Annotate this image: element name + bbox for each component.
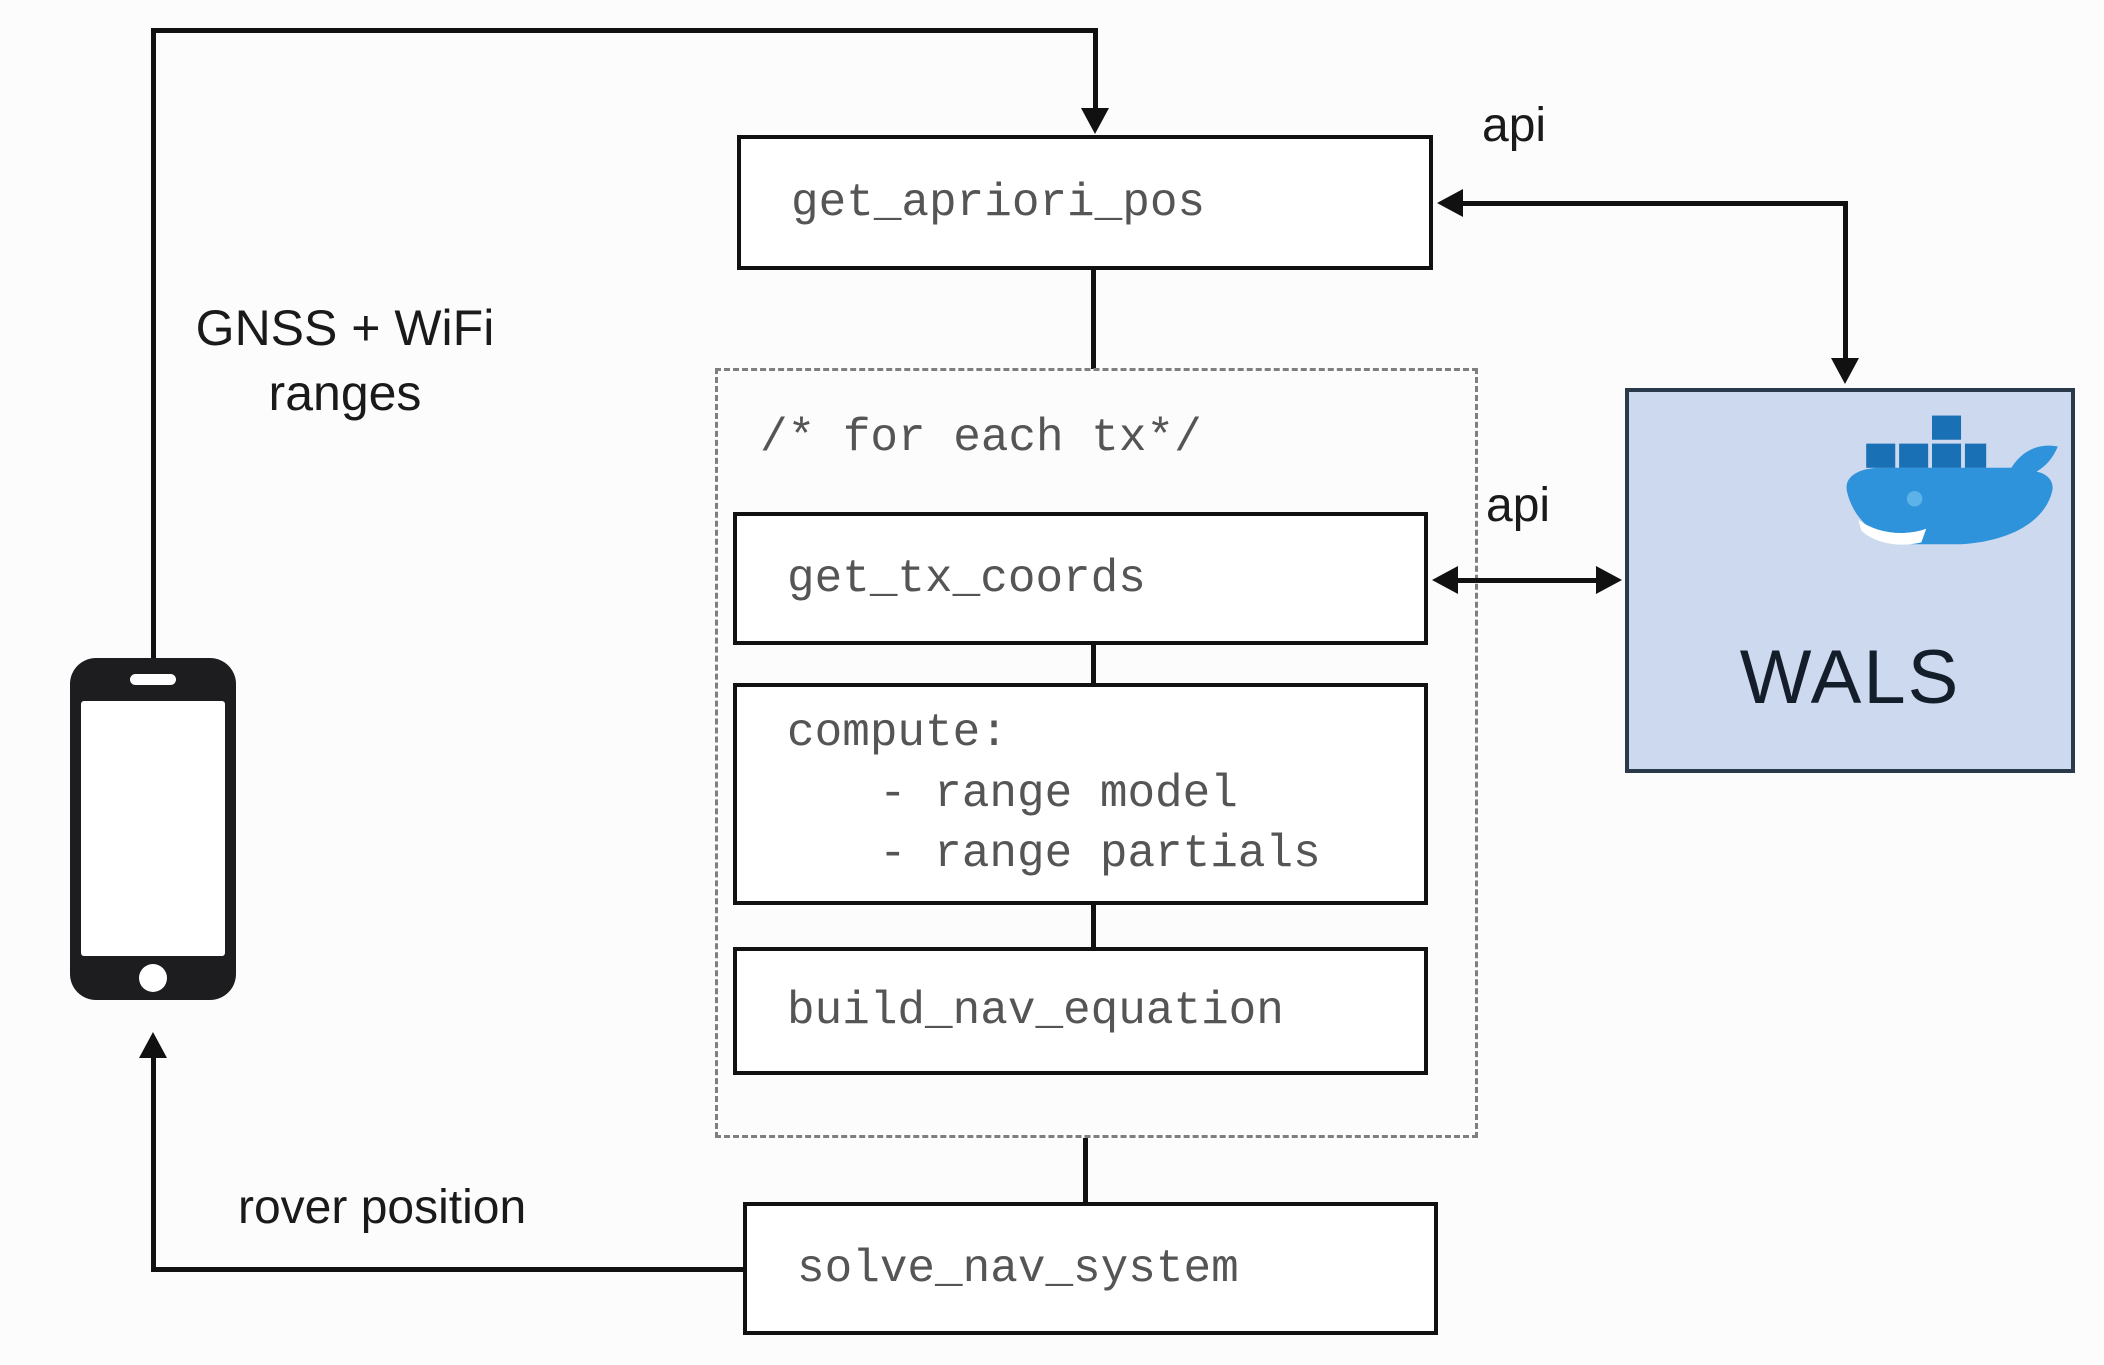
loop-top-line [151, 28, 1098, 33]
docker-whale-icon [1846, 415, 2058, 545]
node-build-nav-equation: build_nav_equation [733, 947, 1428, 1075]
arrowhead-into-apriori [1081, 108, 1109, 134]
tx-to-compute-line [1091, 643, 1096, 685]
node-get-apriori-pos-label: get_apriori_pos [791, 176, 1206, 229]
arrowhead-into-tx-coords [1432, 566, 1458, 594]
rover-v-line [151, 1056, 156, 1270]
rover-position-label: rover position [238, 1181, 527, 1234]
compute-line3: - range partials [879, 828, 1321, 881]
node-compute: compute: - range model - range partials [733, 683, 1428, 905]
apriori-to-loop-line [1091, 268, 1096, 369]
phone-speaker [130, 674, 176, 685]
arrowhead-into-wals [1831, 358, 1859, 384]
node-get-tx-coords: get_tx_coords [733, 512, 1428, 645]
node-get-apriori-pos: get_apriori_pos [737, 135, 1433, 270]
node-wals: WALS [1625, 388, 2075, 773]
phone-home-button [139, 964, 167, 992]
apriori-entry-line [1093, 28, 1098, 111]
api-label-top: api [1482, 99, 1547, 152]
node-get-tx-coords-label: get_tx_coords [787, 552, 1146, 605]
api-mid-h-line [1456, 578, 1598, 583]
node-solve-nav-system-label: solve_nav_system [797, 1242, 1239, 1295]
gnss-line2: ranges [268, 365, 422, 421]
foreach-tx-comment: /* for each tx*/ [760, 412, 1202, 464]
arrowhead-into-phone [139, 1032, 167, 1058]
rover-h-line [151, 1267, 745, 1272]
gnss-line1: GNSS + WiFi [195, 300, 495, 356]
api-label-mid: api [1486, 479, 1551, 532]
compute-line2: - range model [879, 767, 1238, 820]
phone-screen [81, 701, 225, 956]
node-solve-nav-system: solve_nav_system [743, 1202, 1438, 1335]
loop-to-solve-line [1083, 1138, 1088, 1204]
smartphone-icon [70, 658, 236, 1000]
api-top-v-line [1843, 201, 1848, 361]
api-top-h-line [1461, 201, 1848, 206]
compute-line1: compute: [787, 706, 1008, 759]
foreach-tx-container [715, 368, 1478, 1138]
gnss-wifi-ranges-label: GNSS + WiFi ranges [140, 296, 550, 426]
wals-label: WALS [1739, 635, 1961, 720]
compute-to-build-line [1091, 903, 1096, 949]
node-build-nav-equation-label: build_nav_equation [787, 985, 1284, 1037]
loop-left-line [151, 28, 156, 658]
arrowhead-into-apriori-right [1437, 189, 1463, 217]
arrowhead-into-wals-left [1596, 566, 1622, 594]
